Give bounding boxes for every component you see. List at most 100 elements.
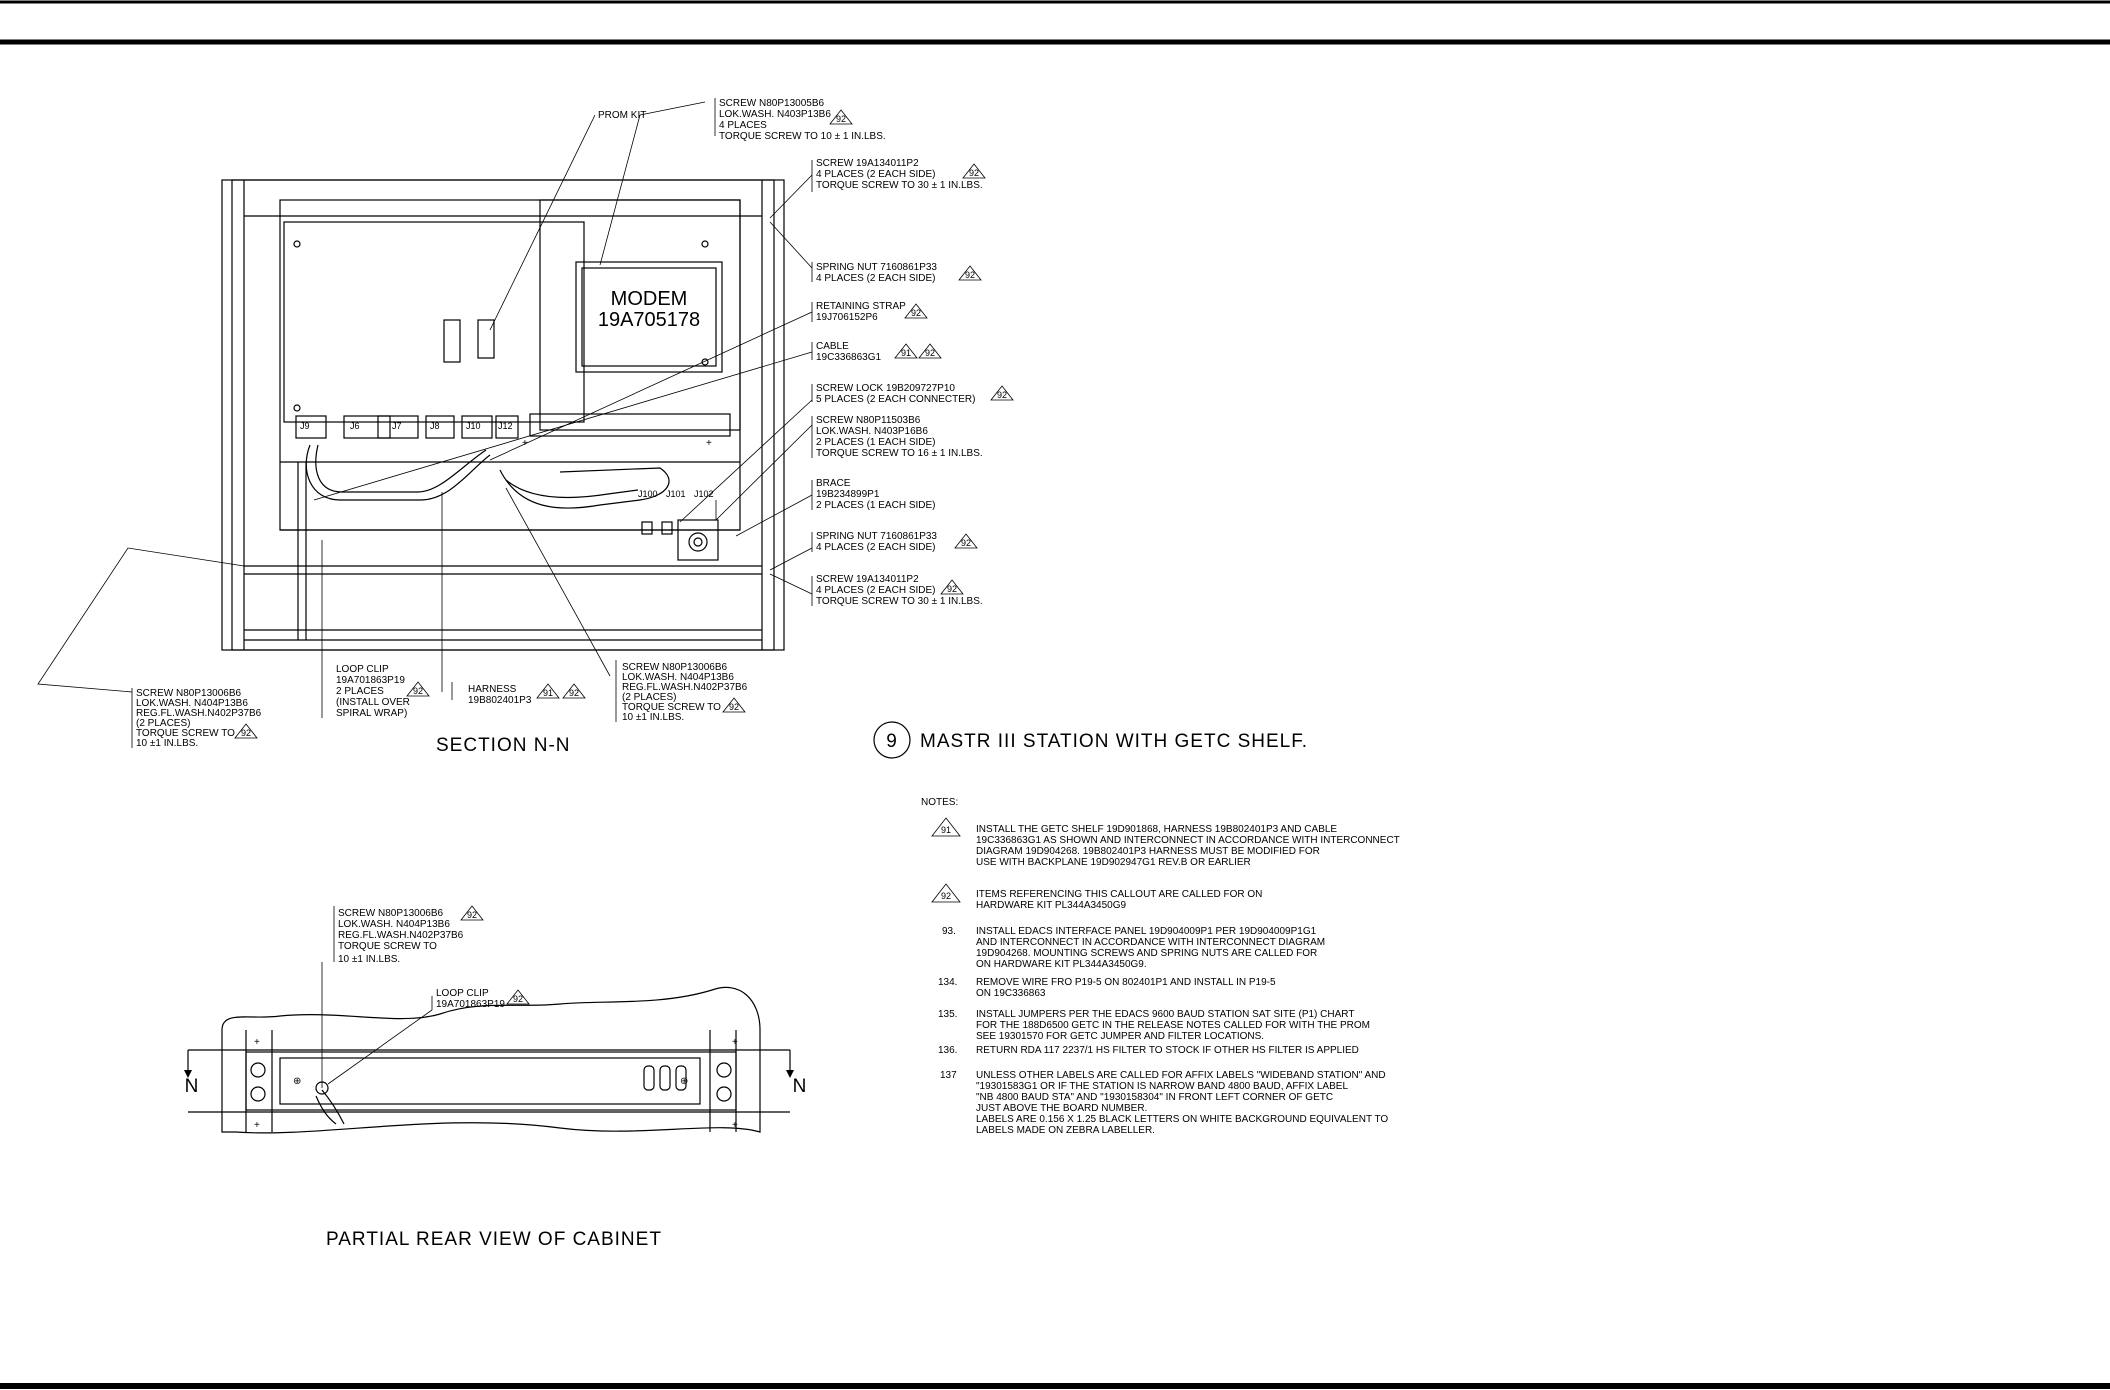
svg-text:(2 PLACES): (2 PLACES) bbox=[136, 718, 190, 729]
svg-text:19C336863G1: 19C336863G1 bbox=[816, 352, 881, 363]
svg-text:LOOP CLIP: LOOP CLIP bbox=[336, 664, 389, 675]
svg-text:LABELS ARE 0.156 X 1.25 BLACK: LABELS ARE 0.156 X 1.25 BLACK LETTERS ON… bbox=[976, 1114, 1388, 1125]
connector-label-j6: J6 bbox=[350, 421, 360, 431]
figure-number-circle bbox=[873, 721, 911, 759]
modem-board bbox=[575, 261, 723, 373]
callout-loop-clip: LOOP CLIP 19A701863P19 2 PLACES (INSTALL… bbox=[336, 664, 430, 719]
prom-chip bbox=[477, 319, 495, 359]
svg-text:RETURN RDA 117 2237/1 HS FILTE: RETURN RDA 117 2237/1 HS FILTER TO STOCK… bbox=[976, 1045, 1359, 1056]
callout-cable: CABLE 19C336863G1 91 92 bbox=[816, 341, 942, 363]
svg-text:TORQUE SCREW TO: TORQUE SCREW TO bbox=[136, 728, 235, 739]
svg-text:REG.FL.WASH.N402P37B6: REG.FL.WASH.N402P37B6 bbox=[136, 708, 262, 719]
svg-text:⊕: ⊕ bbox=[293, 1076, 301, 1087]
svg-text:92: 92 bbox=[729, 702, 739, 712]
svg-text:92: 92 bbox=[965, 270, 975, 280]
note-137: 137 UNLESS OTHER LABELS ARE CALLED FOR A… bbox=[940, 1070, 1388, 1136]
svg-text:+: + bbox=[254, 1120, 260, 1131]
svg-text:19B802401P3: 19B802401P3 bbox=[468, 695, 532, 706]
svg-text:SCREW N80P13006B6: SCREW N80P13006B6 bbox=[622, 662, 727, 673]
connector-label-j7: J7 bbox=[392, 421, 402, 431]
rear-view: ⊕ ⊕ + + + + N N SCREW N80P13006B6 LOK.WA… bbox=[184, 905, 808, 1250]
notes-block: NOTES: 91 INSTALL THE GETC SHELF 19D9018… bbox=[921, 797, 1400, 1136]
svg-text:TORQUE SCREW TO: TORQUE SCREW TO bbox=[338, 941, 437, 952]
svg-text:2 PLACES: 2 PLACES bbox=[336, 686, 384, 697]
svg-text:SCREW N80P11503B6: SCREW N80P11503B6 bbox=[816, 415, 921, 426]
svg-text:"19301583G1 OR IF THE STATION: "19301583G1 OR IF THE STATION IS NARROW … bbox=[976, 1081, 1348, 1092]
connector-label-j8: J8 bbox=[430, 421, 440, 431]
svg-text:LOK.WASH. N403P13B6: LOK.WASH. N403P13B6 bbox=[719, 109, 831, 120]
svg-text:INSTALL EDACS INTERFACE PANEL: INSTALL EDACS INTERFACE PANEL 19D904009P… bbox=[976, 926, 1317, 937]
svg-text:19J706152P6: 19J706152P6 bbox=[816, 312, 878, 323]
svg-text:TORQUE SCREW TO: TORQUE SCREW TO bbox=[622, 702, 721, 713]
svg-text:CABLE: CABLE bbox=[816, 341, 849, 352]
note-93: 93. INSTALL EDACS INTERFACE PANEL 19D904… bbox=[942, 926, 1325, 970]
svg-text:SCREW N80P13006B6: SCREW N80P13006B6 bbox=[136, 688, 241, 699]
svg-text:92: 92 bbox=[961, 538, 971, 548]
svg-text:SCREW LOCK 19B209727P10: SCREW LOCK 19B209727P10 bbox=[816, 383, 955, 394]
svg-text:ON HARDWARE KIT PL344A3450G9.: ON HARDWARE KIT PL344A3450G9. bbox=[976, 959, 1147, 970]
callout-spring-nut-top: SPRING NUT 7160861P33 4 PLACES (2 EACH S… bbox=[816, 262, 982, 284]
svg-text:RETAINING STRAP: RETAINING STRAP bbox=[816, 301, 906, 312]
rear-view-title: PARTIAL REAR VIEW OF CABINET bbox=[326, 1229, 662, 1250]
svg-text:REMOVE WIRE FRO P19-5 ON 80240: REMOVE WIRE FRO P19-5 ON 802401P1 AND IN… bbox=[976, 977, 1276, 988]
svg-text:DIAGRAM 19D904268. 19B802401P3: DIAGRAM 19D904268. 19B802401P3 HARNESS M… bbox=[976, 846, 1320, 857]
svg-text:ITEMS REFERENCING THIS CALLOUT: ITEMS REFERENCING THIS CALLOUT ARE CALLE… bbox=[976, 889, 1262, 900]
svg-text:19B234899P1: 19B234899P1 bbox=[816, 489, 880, 500]
figure-number: 9 bbox=[886, 731, 898, 752]
svg-text:2 PLACES (1 EACH SIDE): 2 PLACES (1 EACH SIDE) bbox=[816, 500, 935, 511]
section-mark-left: N bbox=[185, 1076, 200, 1097]
svg-text:91: 91 bbox=[543, 688, 553, 698]
svg-text:19A701863P19: 19A701863P19 bbox=[436, 999, 505, 1010]
section-mark-right: N bbox=[793, 1076, 808, 1097]
section-callouts: PROM KIT SCREW N80P13005B6 LOK.WASH. N40… bbox=[136, 98, 1014, 756]
svg-text:93.: 93. bbox=[942, 926, 956, 937]
svg-text:INSTALL THE GETC SHELF 19D9018: INSTALL THE GETC SHELF 19D901868, HARNES… bbox=[976, 824, 1337, 835]
connector-label-j100: J100 bbox=[638, 489, 658, 499]
svg-text:REG.FL.WASH.N402P37B6: REG.FL.WASH.N402P37B6 bbox=[338, 930, 464, 941]
modem-label: MODEM bbox=[611, 288, 688, 310]
callout-brace: BRACE 19B234899P1 2 PLACES (1 EACH SIDE) bbox=[816, 478, 935, 511]
note-136: 136. RETURN RDA 117 2237/1 HS FILTER TO … bbox=[938, 1045, 1359, 1056]
modem-part-number: 19A705178 bbox=[598, 309, 700, 331]
svg-text:LOK.WASH. N404P13B6: LOK.WASH. N404P13B6 bbox=[136, 698, 248, 709]
svg-text:91: 91 bbox=[941, 825, 951, 835]
svg-text:4 PLACES (2 EACH SIDE): 4 PLACES (2 EACH SIDE) bbox=[816, 542, 935, 553]
svg-text:USE WITH BACKPLANE 19D902947G1: USE WITH BACKPLANE 19D902947G1 REV.B OR … bbox=[976, 857, 1251, 868]
connector-label-j9: J9 bbox=[300, 421, 310, 431]
callout-right-screw: SCREW N80P13006B6 LOK.WASH. N404P13B6 RE… bbox=[622, 662, 748, 723]
svg-text:HARNESS: HARNESS bbox=[468, 684, 517, 695]
svg-text:+: + bbox=[254, 1037, 260, 1048]
svg-text:134.: 134. bbox=[938, 977, 957, 988]
note-134: 134. REMOVE WIRE FRO P19-5 ON 802401P1 A… bbox=[938, 977, 1276, 999]
svg-text:+: + bbox=[732, 1120, 738, 1131]
svg-text:LOOP CLIP: LOOP CLIP bbox=[436, 988, 489, 999]
svg-text:92: 92 bbox=[513, 994, 523, 1004]
callout-spring-nut-bottom: SPRING NUT 7160861P33 4 PLACES (2 EACH S… bbox=[816, 531, 978, 553]
prom-chip bbox=[443, 319, 461, 363]
svg-text:AND INTERCONNECT IN ACCORDANCE: AND INTERCONNECT IN ACCORDANCE WITH INTE… bbox=[976, 937, 1325, 948]
rear-callout-loop-clip: LOOP CLIP 19A701863P19 92 bbox=[436, 988, 530, 1010]
svg-text:UNLESS OTHER LABELS ARE CALLED: UNLESS OTHER LABELS ARE CALLED FOR AFFIX… bbox=[976, 1070, 1386, 1081]
connector-label-j10: J10 bbox=[466, 421, 481, 431]
svg-text:+: + bbox=[706, 438, 712, 449]
svg-text:ON 19C336863: ON 19C336863 bbox=[976, 988, 1046, 999]
svg-text:136.: 136. bbox=[938, 1045, 957, 1056]
notes-heading: NOTES: bbox=[921, 797, 958, 808]
svg-text:92: 92 bbox=[413, 686, 423, 696]
svg-text:SCREW 19A134011P2: SCREW 19A134011P2 bbox=[816, 574, 919, 585]
svg-text:4 PLACES: 4 PLACES bbox=[719, 120, 767, 131]
connector-label-j102: J102 bbox=[694, 489, 714, 499]
svg-text:TORQUE SCREW TO 16 ± 1 IN.LBS.: TORQUE SCREW TO 16 ± 1 IN.LBS. bbox=[816, 448, 983, 459]
svg-text:10 ±1 IN.LBS.: 10 ±1 IN.LBS. bbox=[338, 954, 400, 965]
svg-text:LOK.WASH. N404P13B6: LOK.WASH. N404P13B6 bbox=[338, 919, 450, 930]
svg-text:⊕: ⊕ bbox=[680, 1076, 688, 1087]
svg-text:SCREW 19A134011P2: SCREW 19A134011P2 bbox=[816, 158, 919, 169]
callout-screw-lock: SCREW LOCK 19B209727P10 5 PLACES (2 EACH… bbox=[816, 383, 1014, 405]
svg-text:TORQUE SCREW TO 10 ± 1 IN.LBS.: TORQUE SCREW TO 10 ± 1 IN.LBS. bbox=[719, 131, 886, 142]
svg-text:135.: 135. bbox=[938, 1009, 957, 1020]
callout-prom-kit: PROM KIT bbox=[598, 110, 646, 121]
svg-text:LABELS MADE ON ZEBRA LABELLER.: LABELS MADE ON ZEBRA LABELLER. bbox=[976, 1125, 1155, 1136]
svg-text:4 PLACES (2 EACH SIDE): 4 PLACES (2 EACH SIDE) bbox=[816, 273, 935, 284]
svg-text:137: 137 bbox=[940, 1070, 957, 1081]
svg-text:INSTALL JUMPERS PER THE EDACS: INSTALL JUMPERS PER THE EDACS 9600 BAUD … bbox=[976, 1009, 1354, 1020]
